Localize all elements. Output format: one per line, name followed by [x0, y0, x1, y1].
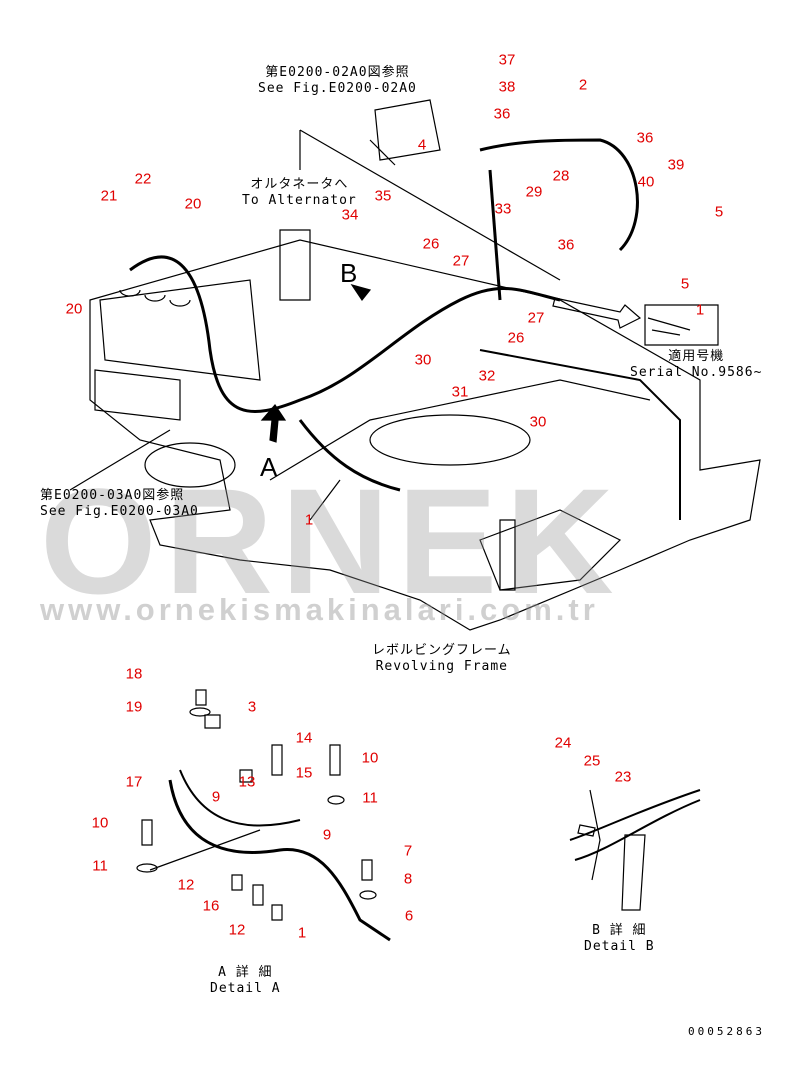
callout-number: 15	[295, 764, 313, 782]
callout-number: 30	[414, 351, 432, 369]
callout-number: 21	[100, 187, 118, 205]
detail-b-en: Detail B	[584, 939, 655, 954]
callout-number: 18	[125, 665, 143, 683]
watermark-url: www.ornekismakinalari.com.tr	[40, 592, 599, 627]
callout-number: 10	[91, 814, 109, 832]
callout-number: 11	[92, 857, 108, 875]
callout-number: 3	[247, 698, 257, 716]
callout-number: 12	[228, 921, 246, 939]
callout-number: 9	[211, 788, 221, 806]
callout-number: 28	[552, 167, 570, 185]
callout-number: 11	[362, 789, 378, 807]
callout-number: 2	[578, 76, 588, 94]
callout-number: 26	[507, 329, 525, 347]
callout-number: 27	[452, 252, 470, 270]
callout-number: 31	[451, 383, 469, 401]
callout-number: 36	[636, 129, 654, 147]
detail-b-jp: B 詳 細	[592, 923, 647, 938]
callout-number: 13	[238, 773, 256, 791]
callout-number: 20	[184, 195, 202, 213]
callout-number: 8	[403, 870, 413, 888]
view-letter-b: B	[340, 258, 358, 288]
callout-number: 34	[341, 206, 359, 224]
alternator-jp: オルタネータへ	[250, 177, 349, 192]
callout-number: 25	[583, 752, 601, 770]
reference-top-jp: 第E0200-02A0図参照	[265, 65, 410, 80]
callout-number: 22	[134, 170, 152, 188]
callout-number: 17	[125, 773, 143, 791]
frame-en: Revolving Frame	[375, 659, 509, 674]
callout-number: 14	[295, 729, 313, 747]
reference-left-en: See Fig.E0200-03A0	[40, 504, 199, 519]
serial-en: Serial No.9586~	[630, 365, 763, 380]
frame-jp: レボルビングフレーム	[372, 643, 512, 658]
callout-number: 32	[478, 367, 496, 385]
detail-a-en: Detail A	[210, 981, 281, 996]
alternator-note: オルタネータへ To Alternator	[242, 177, 357, 209]
callout-number: 9	[322, 826, 332, 844]
drawing-code: 00052863	[688, 1025, 765, 1038]
reference-left: 第E0200-03A0図参照 See Fig.E0200-03A0	[40, 488, 199, 520]
callout-number: 27	[527, 309, 545, 327]
watermark-brand: ORNEK	[40, 457, 622, 625]
callout-number: 35	[374, 187, 392, 205]
callout-number: 37	[498, 51, 516, 69]
callout-number: 23	[614, 768, 632, 786]
callout-number: 40	[637, 173, 655, 191]
callout-number: 10	[361, 749, 379, 767]
callout-number: 1	[304, 511, 314, 529]
callout-number: 4	[417, 136, 427, 154]
callout-number: 30	[529, 413, 547, 431]
callout-number: 1	[297, 924, 307, 942]
view-letter-a: A	[260, 452, 278, 482]
detail-b-label: B 詳 細 Detail B	[584, 923, 655, 955]
serial-jp: 適用号機	[668, 349, 725, 364]
reference-top-en: See Fig.E0200-02A0	[258, 81, 417, 96]
callout-number: 39	[667, 156, 685, 174]
reference-top: 第E0200-02A0図参照 See Fig.E0200-02A0	[258, 65, 417, 97]
callout-number: 33	[494, 200, 512, 218]
callout-number: 12	[177, 876, 195, 894]
serial-callout: 1	[695, 301, 705, 319]
frame-label: レボルビングフレーム Revolving Frame	[372, 643, 512, 675]
callout-number: 29	[525, 183, 543, 201]
callout-number: 6	[404, 907, 414, 925]
alternator-en: To Alternator	[242, 193, 357, 208]
detail-a-label: A 詳 細 Detail A	[210, 965, 281, 997]
reference-left-jp: 第E0200-03A0図参照	[40, 488, 185, 503]
callout-number: 5	[714, 203, 724, 221]
callout-number: 7	[403, 842, 413, 860]
callout-number: 24	[554, 734, 572, 752]
callout-number: 36	[557, 236, 575, 254]
callout-number: 26	[422, 235, 440, 253]
callout-number: 19	[125, 698, 143, 716]
callout-number: 5	[680, 275, 690, 293]
callout-number: 20	[65, 300, 83, 318]
detail-a-jp: A 詳 細	[218, 965, 273, 980]
callout-number: 38	[498, 78, 516, 96]
callout-number: 16	[202, 897, 220, 915]
callout-number: 36	[493, 105, 511, 123]
serial-note: 適用号機 Serial No.9586~	[630, 349, 762, 381]
